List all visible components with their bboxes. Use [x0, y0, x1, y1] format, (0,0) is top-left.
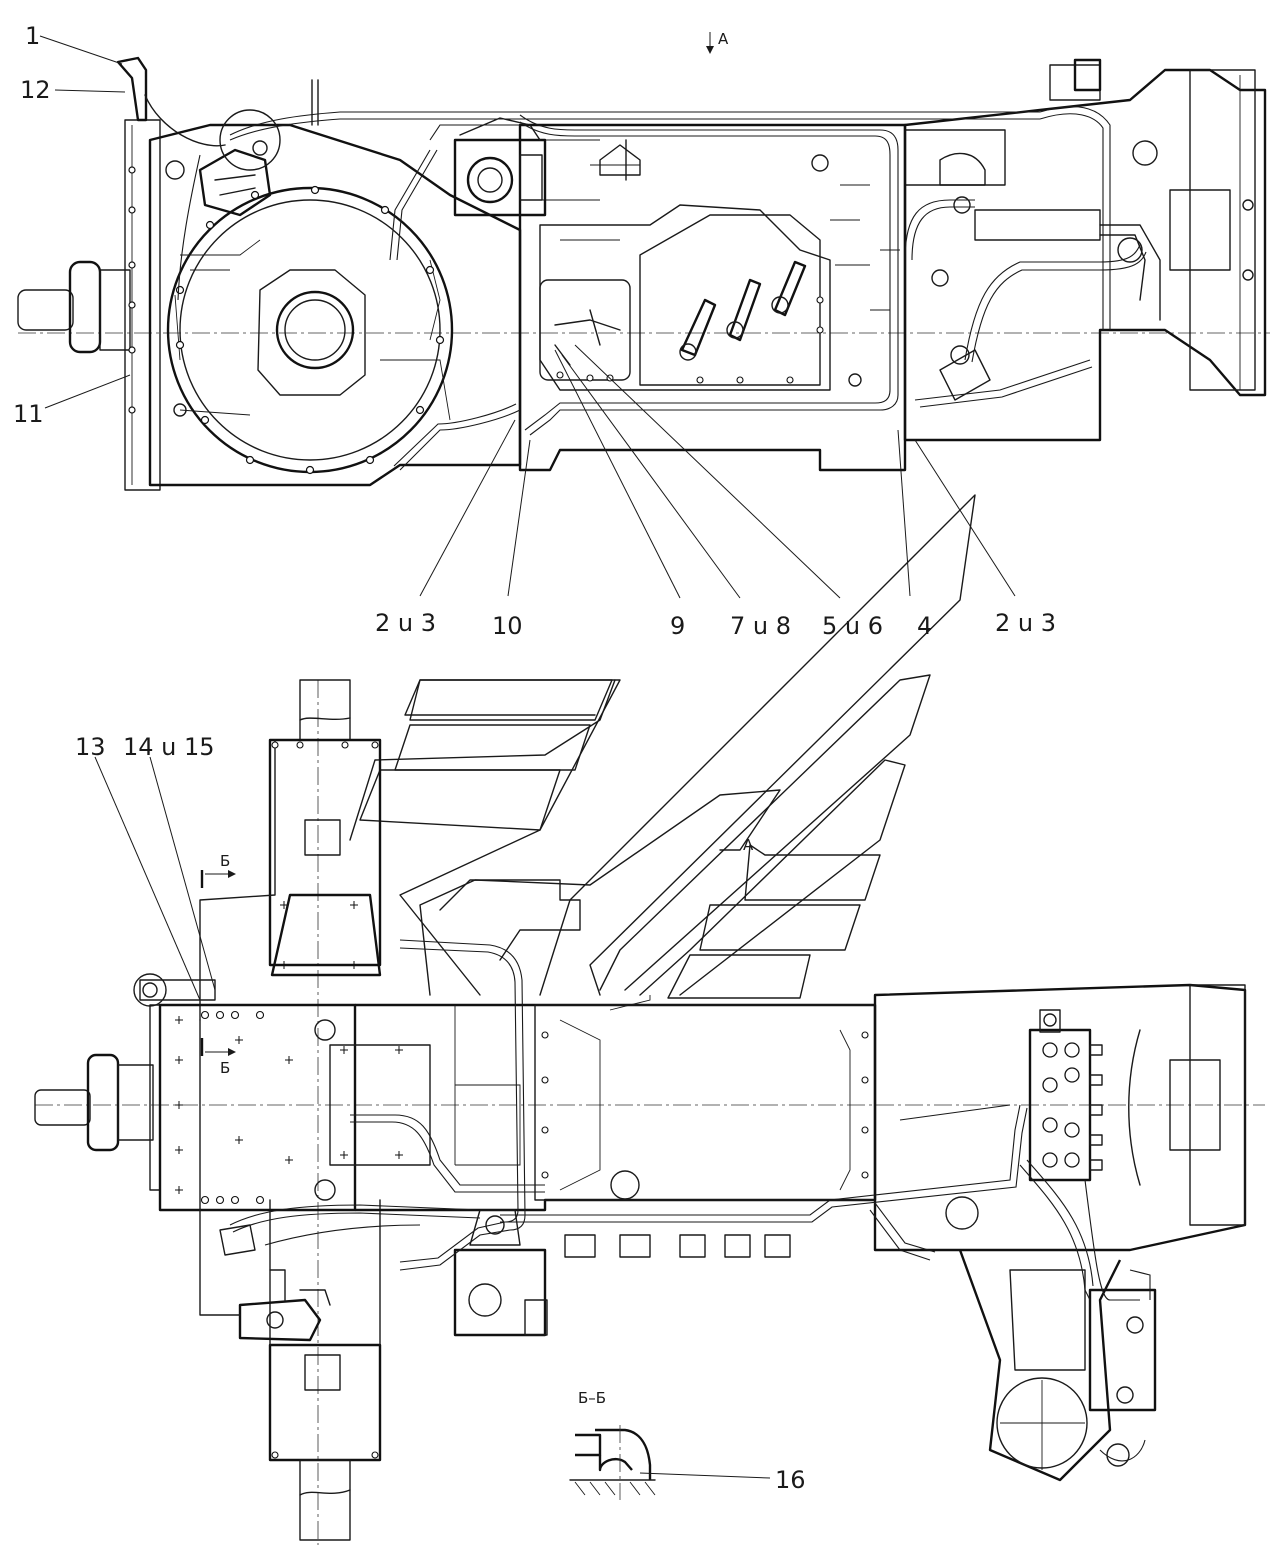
plan-front-pump [453, 1209, 548, 1337]
callout-5u6: 5 u 6 [822, 612, 883, 640]
section-title: Б–Б [578, 1389, 606, 1407]
side-pump-top [453, 117, 547, 217]
view-arrow-a-plan: А [743, 836, 754, 854]
callout-2u3-right: 2 u 3 [995, 609, 1056, 637]
plan-rear-housing [873, 983, 1247, 1482]
tractor-emblem: А [349, 494, 976, 999]
plan-output-flange [34, 973, 216, 1191]
callout-4: 4 [917, 612, 932, 640]
callout-7u8: 7 u 8 [730, 612, 791, 640]
plan-transfer-case [158, 901, 431, 1212]
plan-view [34, 679, 1265, 1545]
callout-16: 16 [775, 1466, 806, 1494]
callout-10: 10 [492, 612, 523, 640]
side-valve-assembly-left [198, 109, 281, 217]
plan-view-callouts: 13 14 u 15 Б Б [75, 733, 236, 1077]
view-arrow-a-top: А [718, 30, 729, 48]
plan-front-axle [199, 679, 382, 1541]
section-mark-bottom: Б [220, 1059, 230, 1077]
plan-valve-bank [1028, 1009, 1103, 1182]
filler-neck [116, 56, 226, 147]
callout-9: 9 [670, 612, 685, 640]
side-rear-housing [903, 58, 1267, 442]
side-output-flange [17, 119, 161, 491]
callout-11: 11 [13, 400, 44, 428]
callout-12: 12 [20, 76, 51, 104]
plan-gearbox-body [355, 995, 877, 1258]
plan-triangle-bracket [270, 893, 382, 977]
side-transfer-case [148, 123, 522, 487]
callout-13: 13 [75, 733, 106, 761]
callout-2u3-left: 2 u 3 [375, 609, 436, 637]
plan-hydraulic-pipes [229, 939, 1151, 1462]
callout-14u15: 14 u 15 [123, 733, 215, 761]
shift-levers [554, 260, 807, 366]
section-mark-top: Б [220, 852, 230, 870]
side-view-callouts: 1 12 11 2 u 3 10 9 7 u 8 5 u 6 4 2 u 3 А [13, 22, 1056, 640]
section-b-b: Б–Б 16 [569, 1389, 806, 1500]
callout-1: 1 [25, 22, 40, 50]
side-gearbox-body [518, 123, 1006, 472]
side-hydraulic-pipes [177, 79, 1147, 471]
side-view [17, 56, 1270, 491]
plan-left-hydraulic-unit [199, 1019, 331, 1342]
